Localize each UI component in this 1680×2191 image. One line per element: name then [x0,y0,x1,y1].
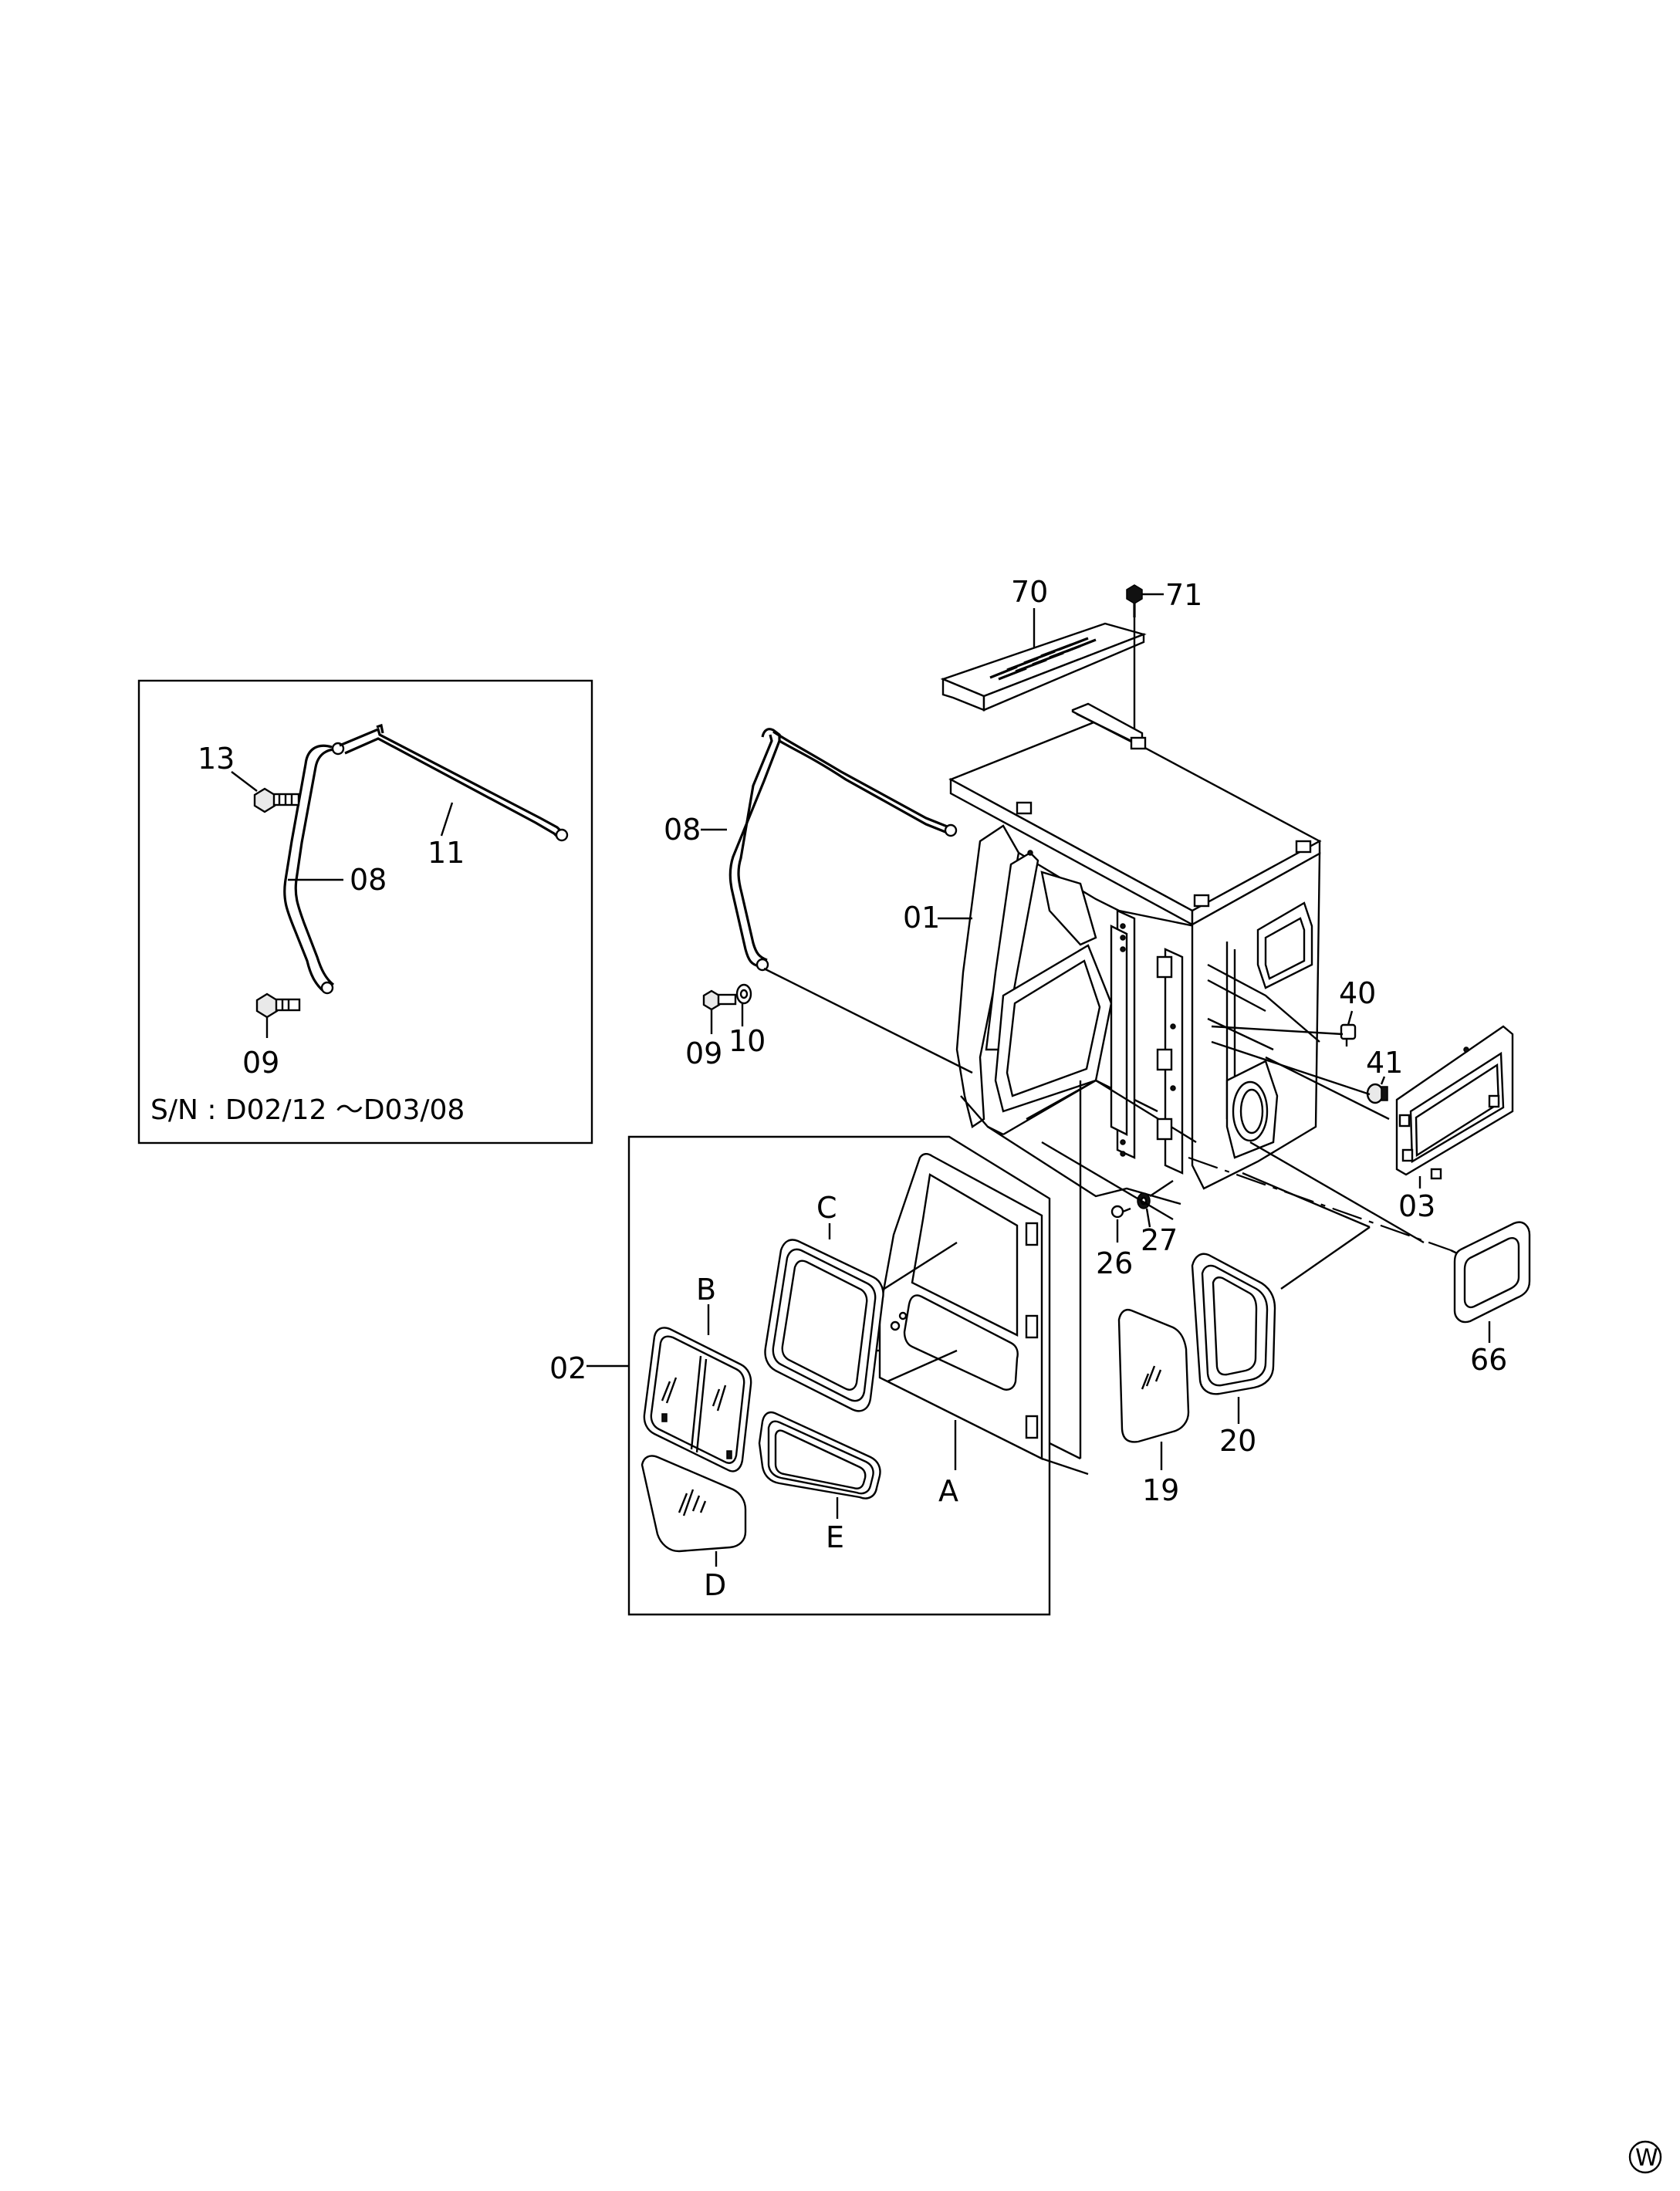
corner-mark-label: W [1635,2145,1658,2172]
callout-02: 02 [549,1351,586,1385]
callout-20: 20 [1219,1424,1256,1458]
callout-71: 71 [1165,578,1202,612]
inset-bolt-13 [253,787,300,813]
door-label-D: D [704,1568,726,1602]
bolt-26 [1110,1205,1131,1219]
cab-rear-hatch [1225,1060,1279,1159]
bolt-71 [1126,584,1143,617]
serial-number-note: S/N : D02/12 ～D03/08 [150,1094,465,1126]
callout-03: 03 [1398,1189,1435,1223]
callout-08-inset: 08 [350,863,387,897]
callout-09: 09 [685,1036,722,1070]
handrail-08 [728,728,958,972]
callout-08: 08 [664,813,701,847]
door-glass-D [641,1455,747,1553]
door-label-A: A [938,1474,958,1508]
inset-box: 13 11 08 09 S/N : D02/12 ～D03/08 [137,679,593,1145]
callout-66: 66 [1470,1343,1507,1377]
callout-41: 41 [1366,1046,1403,1080]
inset-bolt-09 [255,992,301,1019]
callout-10: 10 [728,1024,766,1058]
callout-09-inset: 09 [242,1046,279,1080]
callout-40: 40 [1339,976,1376,1010]
rear-window-03 [1395,1025,1514,1180]
callout-26: 26 [1096,1246,1133,1280]
door-frame-A [872,1153,1043,1460]
door-seal-C [764,1239,884,1412]
roof-cover-70 [940,622,1147,712]
glass-19 [1117,1309,1190,1443]
door-seal-E [758,1411,881,1500]
cab-frame-01 [948,702,1322,1205]
washer-10 [735,983,752,1005]
door-glass-B [643,1327,752,1473]
callout-19: 19 [1142,1473,1179,1507]
door-assembly-02: 02 A C [549,1135,1089,1616]
door-label-E: E [826,1520,844,1554]
callout-13-inset: 13 [198,742,235,776]
callout-01: 01 [903,901,940,935]
nut-27 [1137,1192,1151,1209]
nut-41 [1366,1083,1388,1104]
seal-20 [1191,1253,1276,1395]
door-label-C: C [816,1191,837,1225]
bolt-40 [1340,1023,1357,1046]
inset-handrail-08 [283,742,345,995]
bolt-09 [702,989,737,1011]
callout-11-inset: 11 [428,836,465,870]
inset-handrail-11 [339,723,569,842]
door-label-B: B [696,1273,716,1307]
roof-cover-vent-slots [989,637,1097,681]
corner-mark-w: W [1628,2140,1662,2174]
seal-66 [1453,1221,1531,1324]
callout-70: 70 [1011,575,1048,609]
callout-27: 27 [1141,1223,1178,1257]
